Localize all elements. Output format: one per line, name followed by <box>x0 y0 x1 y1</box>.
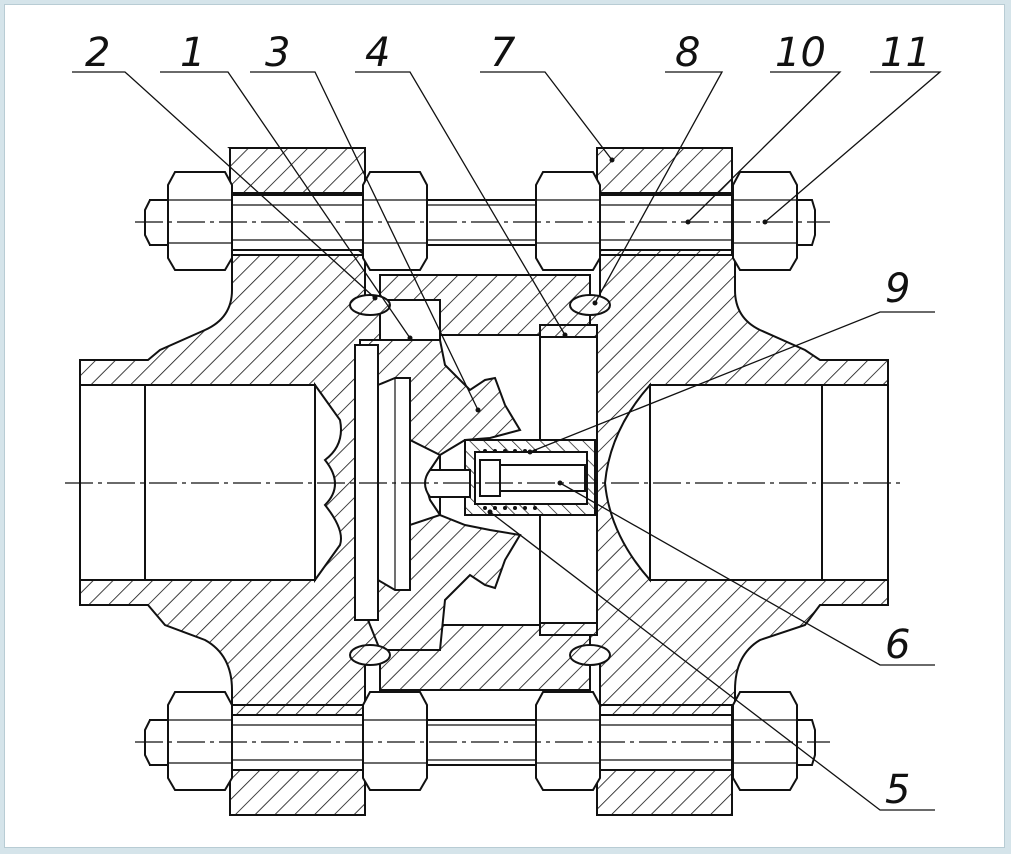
callout-3: 3 <box>265 30 290 76</box>
callout-labels: 2 1 3 4 7 8 10 11 9 6 5 <box>85 30 931 813</box>
callout-11: 11 <box>880 30 931 76</box>
valve-section-drawing: 2 1 3 4 7 8 10 11 9 6 5 <box>65 30 942 816</box>
drawing-frame: 2 1 3 4 7 8 10 11 9 6 5 <box>4 4 1005 848</box>
callout-7: 7 <box>490 30 516 76</box>
leader-lines <box>72 71 942 811</box>
callout-5: 5 <box>885 767 910 813</box>
right-body <box>589 254 889 706</box>
callout-9: 9 <box>885 266 910 312</box>
left-body <box>79 147 381 706</box>
callout-8: 8 <box>675 30 700 76</box>
callout-4: 4 <box>365 30 390 76</box>
spring-coils <box>483 449 537 510</box>
callout-10: 10 <box>775 30 826 76</box>
callout-6: 6 <box>885 622 910 668</box>
valve-disc <box>354 339 522 651</box>
gaskets <box>349 294 611 666</box>
center-lines <box>65 221 905 743</box>
callout-1: 1 <box>180 30 205 76</box>
callout-2: 2 <box>85 30 110 76</box>
